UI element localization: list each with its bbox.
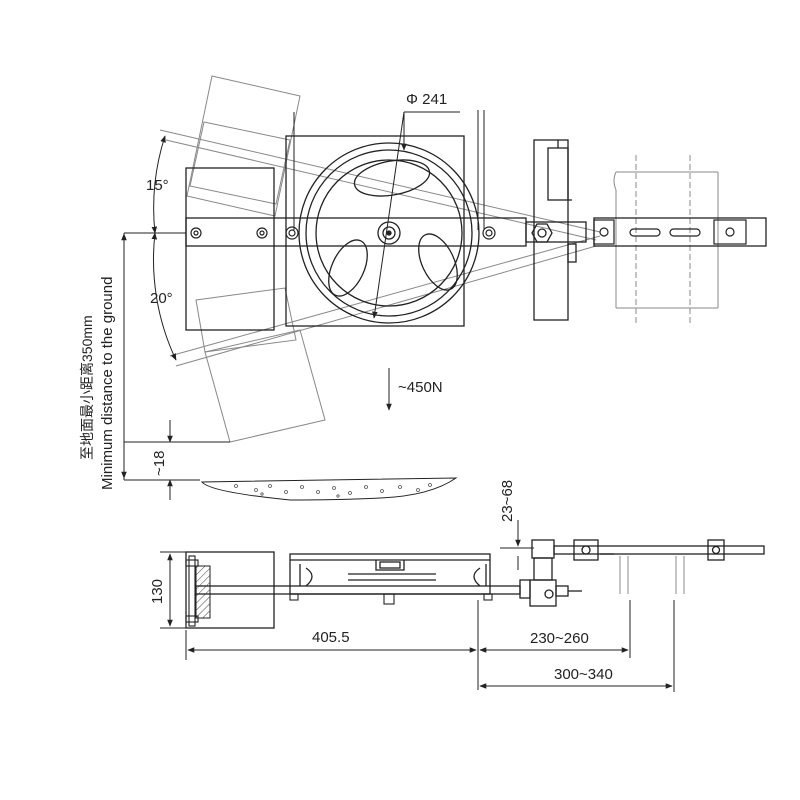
angle-top-label: 15°	[146, 177, 169, 194]
tension-assembly	[531, 139, 577, 321]
side-bolts	[289, 593, 493, 605]
diameter-label: Φ 241	[406, 91, 447, 108]
vertical-note-cn: 至地面最小距离350mm	[79, 315, 95, 460]
length-label: 405.5	[312, 629, 350, 646]
side-left-block	[185, 551, 275, 629]
height-dimension	[160, 551, 186, 629]
vertical-note-en: Minimum distance to the ground	[99, 277, 116, 490]
angle-bottom-label: 20°	[150, 290, 173, 307]
main-arm	[185, 217, 587, 247]
ground-clearance-dimension	[121, 233, 230, 500]
horizontal-dimensions	[185, 600, 675, 692]
swing-block-bottom	[195, 287, 326, 443]
arm-bolts	[190, 226, 496, 240]
height-range-dimension	[500, 520, 534, 570]
ground-surface	[200, 477, 458, 501]
angle-arcs	[151, 135, 177, 361]
side-tension-assembly	[519, 539, 582, 607]
side-rail	[619, 556, 685, 594]
side-hatched-plate	[195, 565, 211, 619]
spring-rods	[293, 110, 485, 230]
diameter-dimension	[372, 111, 460, 319]
side-right-arm	[553, 539, 765, 561]
gap-label: ~18	[151, 451, 168, 476]
left-block	[185, 167, 275, 331]
side-pulley	[289, 553, 491, 595]
reach-outer-label: 300~340	[554, 666, 613, 683]
right-arm	[593, 217, 767, 247]
pulley-wheel	[298, 142, 480, 324]
right-slots	[629, 228, 701, 237]
reach-inner-label: 230~260	[530, 630, 589, 647]
right-rail	[613, 155, 719, 325]
height-range-label: 23~68	[499, 480, 516, 522]
side-vertical-bolt	[185, 555, 199, 627]
right-clamp	[593, 219, 747, 245]
force-label: ~450N	[398, 379, 443, 396]
swing-block-top	[186, 75, 301, 217]
side-arm	[195, 585, 521, 595]
height-label: 130	[149, 579, 166, 604]
